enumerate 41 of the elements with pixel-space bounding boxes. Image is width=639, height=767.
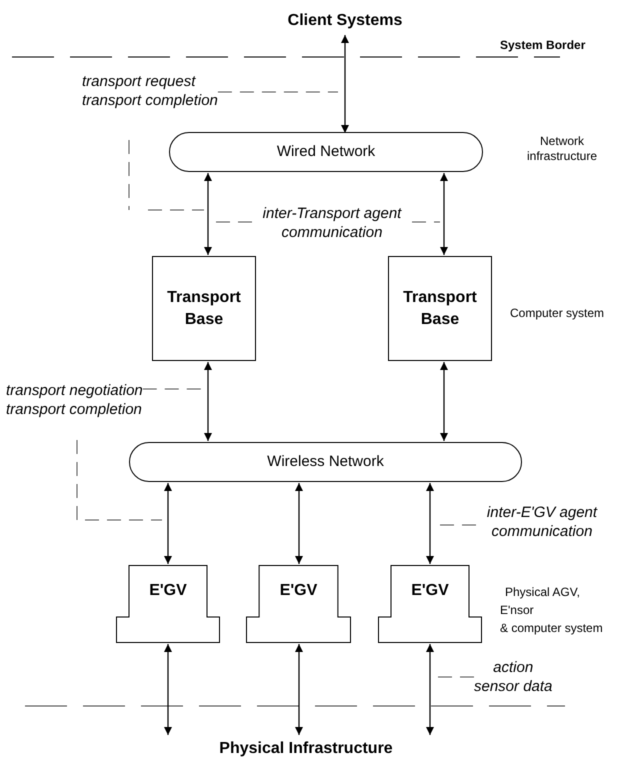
annotation-text: System Border [500,38,586,53]
annotation-text: Network infrastructure [526,134,598,164]
annotation-text: E'nsor [500,603,534,618]
arrow [164,644,172,735]
annotation-text: action [493,659,534,678]
network-pill [169,132,483,172]
annotation-text: inter-E'GV agent communication [486,504,598,542]
vehicle-block [378,565,482,643]
annotation-text: Physical AGV, [505,585,580,600]
annotation-text: transport completion [6,401,142,420]
vehicle-block [246,565,351,643]
arrow [295,483,303,564]
node-label: E'GV [280,581,318,601]
vehicle-block [116,565,220,643]
arrow [341,35,349,133]
arrow [204,362,212,441]
computer-box [388,256,492,361]
node-label: Transport Base [166,288,242,330]
annotation-text: Client Systems [288,11,402,31]
arrow [164,483,172,564]
annotation-text: Computer system [510,306,604,321]
network-pill [129,442,522,482]
annotation-text: & computer system [500,621,603,636]
node-label: Wireless Network [267,452,384,472]
node-label: E'GV [411,581,449,601]
annotation-text: transport request [82,73,196,92]
computer-box [152,256,256,361]
node-label: E'GV [149,581,187,601]
arrow [426,483,434,564]
arrow [440,173,448,255]
arrow [295,644,303,735]
node-label: Wired Network [276,142,376,162]
arrow [204,173,212,255]
annotation-text: transport negotiation [6,382,143,401]
node-label: Transport Base [402,288,478,330]
arrow [440,362,448,441]
annotation-text: transport completion [82,92,218,111]
arrow [426,644,434,735]
annotation-text: Physical Infrastructure [219,739,393,759]
annotation-text: inter-Transport agent communication [262,205,403,243]
annotation-text: sensor data [474,678,552,697]
